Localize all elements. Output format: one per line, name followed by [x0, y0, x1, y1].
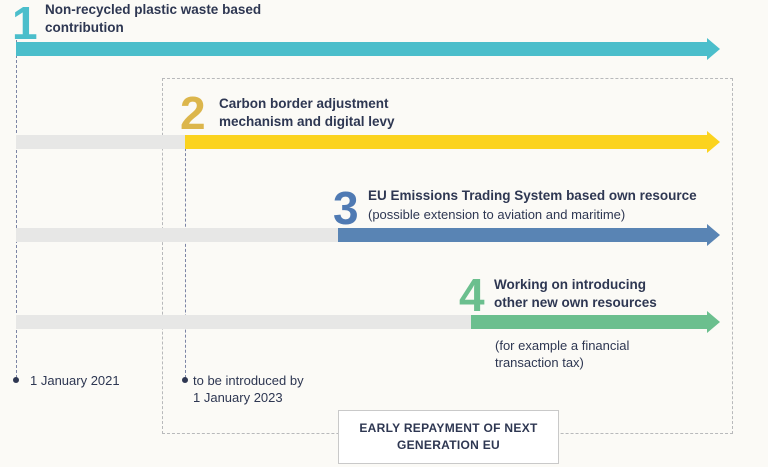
step-4-track [16, 315, 472, 329]
step-4-number: 4 [459, 269, 485, 321]
step-1-title-line2: contribution [45, 20, 124, 35]
date-2021-marker [13, 377, 19, 383]
guide-line-2021 [16, 40, 17, 378]
step-1-title: Non-recycled plastic waste based contrib… [45, 1, 261, 37]
step-1-number: 1 [12, 0, 38, 49]
step-4-note-line1: (for example a financial [495, 338, 630, 353]
step-2-title: Carbon border adjustment mechanism and d… [219, 95, 395, 131]
step-3-number: 3 [333, 182, 359, 234]
step-1-arrow [16, 38, 720, 60]
date-2021-label: 1 January 2021 [30, 373, 120, 388]
date-2023-line2: 1 January 2023 [193, 390, 283, 405]
step-1-title-line1: Non-recycled plastic waste based [45, 2, 262, 17]
step-2-number: 2 [180, 87, 206, 139]
step-4-title-line1: Working on introducing [494, 277, 646, 292]
step-3-subtitle: (possible extension to aviation and mari… [368, 207, 626, 222]
step-2-title-line1: Carbon border adjustment [219, 96, 389, 111]
step-2-track [16, 135, 186, 149]
step-3-arrow [338, 224, 720, 246]
step-3-title: EU Emissions Trading System based own re… [368, 188, 697, 203]
early-repayment-line2: GENERATION EU [396, 438, 501, 452]
guide-line-2023 [185, 138, 186, 378]
step-2-title-line2: mechanism and digital levy [219, 114, 395, 129]
step-4-title-line2: other new own resources [494, 295, 657, 310]
step-3-track [16, 228, 340, 242]
step-4-note-line2: transaction tax) [495, 355, 584, 370]
date-2023-marker [182, 377, 188, 383]
date-2023-label: to be introduced by 1 January 2023 [193, 372, 304, 406]
step-4-arrow [471, 311, 720, 333]
date-2023-line1: to be introduced by [193, 373, 304, 388]
step-4-note: (for example a financial transaction tax… [495, 337, 629, 371]
early-repayment-box: EARLY REPAYMENT OF NEXT GENERATION EU [338, 410, 559, 464]
step-2-arrow [185, 131, 720, 153]
step-4-title: Working on introducing other new own res… [494, 276, 657, 312]
early-repayment-line1: EARLY REPAYMENT OF NEXT [359, 421, 538, 435]
